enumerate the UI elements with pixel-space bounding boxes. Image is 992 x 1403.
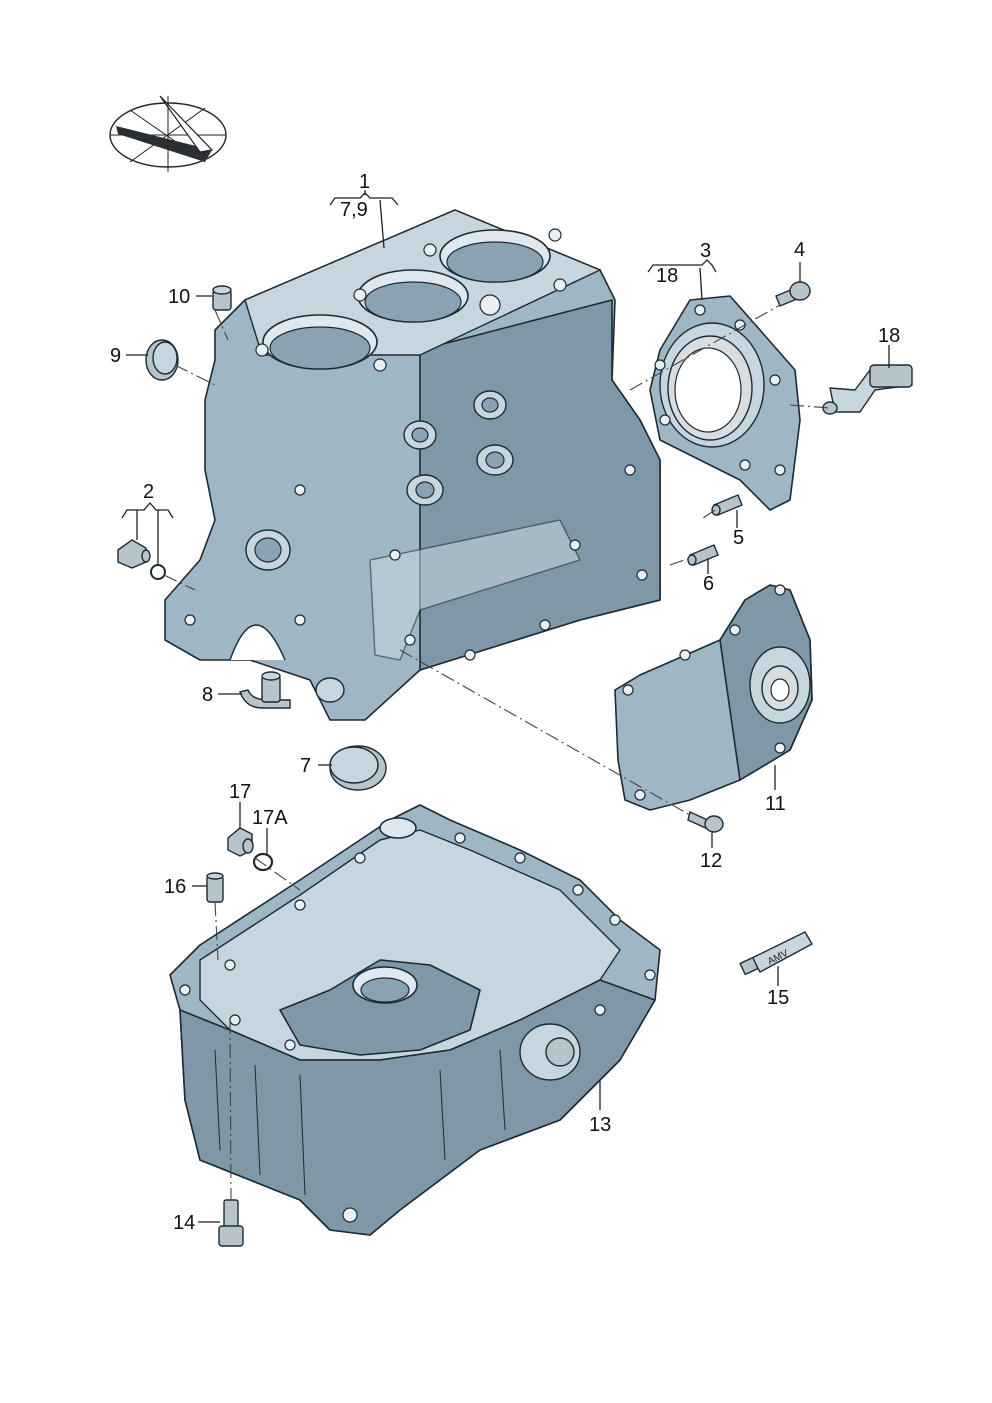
callout-5: 5 — [733, 527, 744, 549]
dowel-pin-5 — [711, 494, 743, 516]
callout-3: 3 — [700, 240, 711, 262]
drain-plug-17 — [227, 827, 254, 857]
sealant-tube: AMV — [739, 931, 813, 976]
callout-6: 6 — [703, 573, 714, 595]
oil-pan-ribs — [214, 1049, 506, 1196]
oil-pan-bolt — [218, 1199, 244, 1247]
callout-17: 17 — [229, 781, 251, 803]
callout-8: 8 — [202, 684, 213, 706]
callout-9: 9 — [110, 345, 121, 367]
callout-11: 11 — [765, 793, 786, 815]
callout-1-sub: 7,9 — [340, 199, 368, 221]
callout-7: 7 — [300, 755, 311, 777]
seal-ring-17a — [252, 852, 274, 872]
callout-14: 14 — [173, 1212, 195, 1234]
callout-15: 15 — [767, 987, 789, 1009]
sealing-cap-7 — [329, 745, 387, 791]
oil-spray-jet — [239, 671, 291, 709]
dowel-pin-6 — [687, 544, 719, 566]
leader-lines — [121, 190, 890, 1223]
assembly-lines — [163, 304, 831, 1201]
callout-10: 10 — [168, 286, 190, 308]
engine-block — [164, 209, 661, 721]
callout-12: 12 — [700, 850, 722, 872]
rear-seal-flange — [649, 295, 801, 511]
flange-bolt-holes — [184, 464, 648, 661]
sealing-plug-10 — [212, 285, 232, 311]
end-cover — [614, 584, 813, 811]
dowel-sleeve-16 — [206, 872, 224, 903]
callout-16: 16 — [164, 876, 186, 898]
oil-pan-holes — [179, 832, 656, 1223]
callouts: 1 7,9 2 3 18 4 5 6 7 8 9 10 11 12 13 14 … — [110, 171, 900, 1234]
callout-2: 2 — [143, 481, 154, 503]
oil-pan — [169, 804, 661, 1236]
flange-holes — [654, 304, 786, 476]
callout-4: 4 — [794, 239, 805, 261]
callout-3-sub: 18 — [656, 265, 678, 287]
callout-13: 13 — [589, 1114, 611, 1136]
callout-1: 1 — [359, 171, 370, 193]
block-side-ports — [245, 390, 514, 703]
flange-bolt — [775, 281, 811, 307]
cover-holes — [622, 584, 786, 801]
orientation-compass-icon — [109, 95, 227, 172]
cover-bolt — [687, 811, 724, 833]
sealing-cap-9 — [145, 339, 179, 381]
callout-18: 18 — [878, 325, 900, 347]
sensor-bracket — [822, 364, 913, 415]
cylinder-bores — [262, 229, 551, 370]
callout-17a: 17A — [252, 807, 288, 829]
screw-plug-2 — [117, 539, 166, 580]
deck-bolt-holes — [255, 228, 567, 372]
